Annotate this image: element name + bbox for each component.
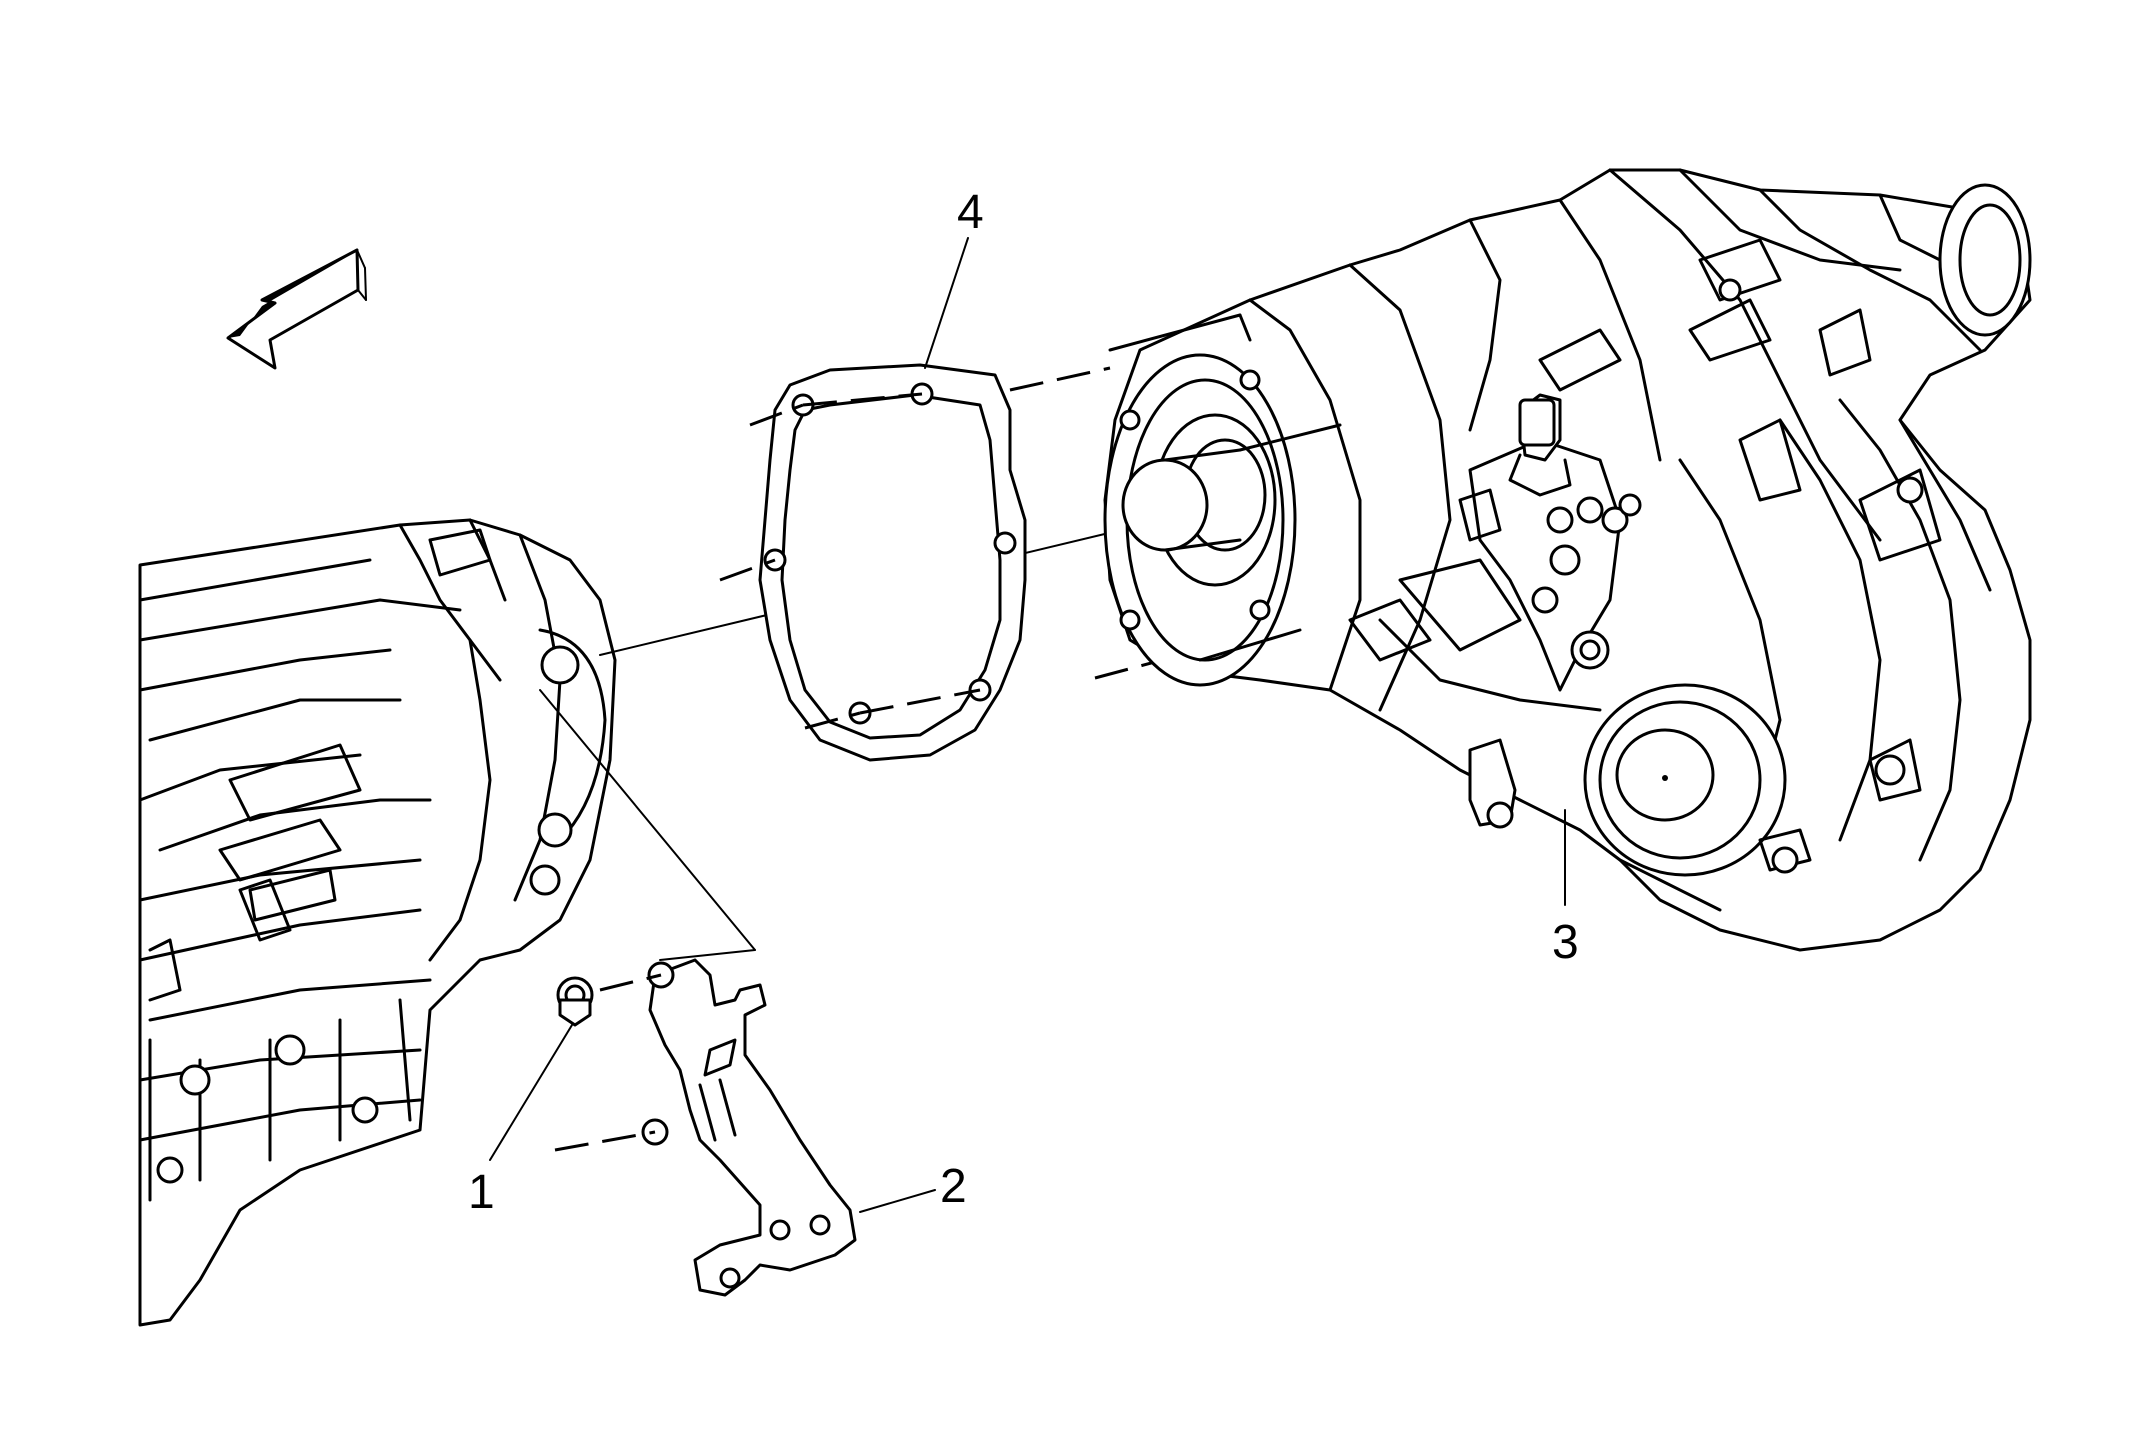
gasket xyxy=(719,363,1027,762)
callout-4: 4 xyxy=(957,186,984,239)
transfer-case xyxy=(1103,168,2032,952)
stud-line-top xyxy=(1009,366,1111,392)
callout-4-leader xyxy=(924,237,969,369)
bracket xyxy=(554,958,857,1297)
nut xyxy=(556,976,594,1027)
bracket-leader-upper xyxy=(539,689,756,951)
bracket-leader-lower xyxy=(659,949,756,961)
callout-1-leader xyxy=(489,1024,573,1161)
callout-1: 1 xyxy=(468,1166,495,1219)
callout-2: 2 xyxy=(940,1160,967,1213)
front-arrow-icon xyxy=(226,248,367,370)
stud-line-bottom xyxy=(1094,648,1201,680)
transmission-housing xyxy=(138,518,617,1327)
callout-2-leader xyxy=(859,1189,936,1213)
callout-3: 3 xyxy=(1552,916,1579,969)
